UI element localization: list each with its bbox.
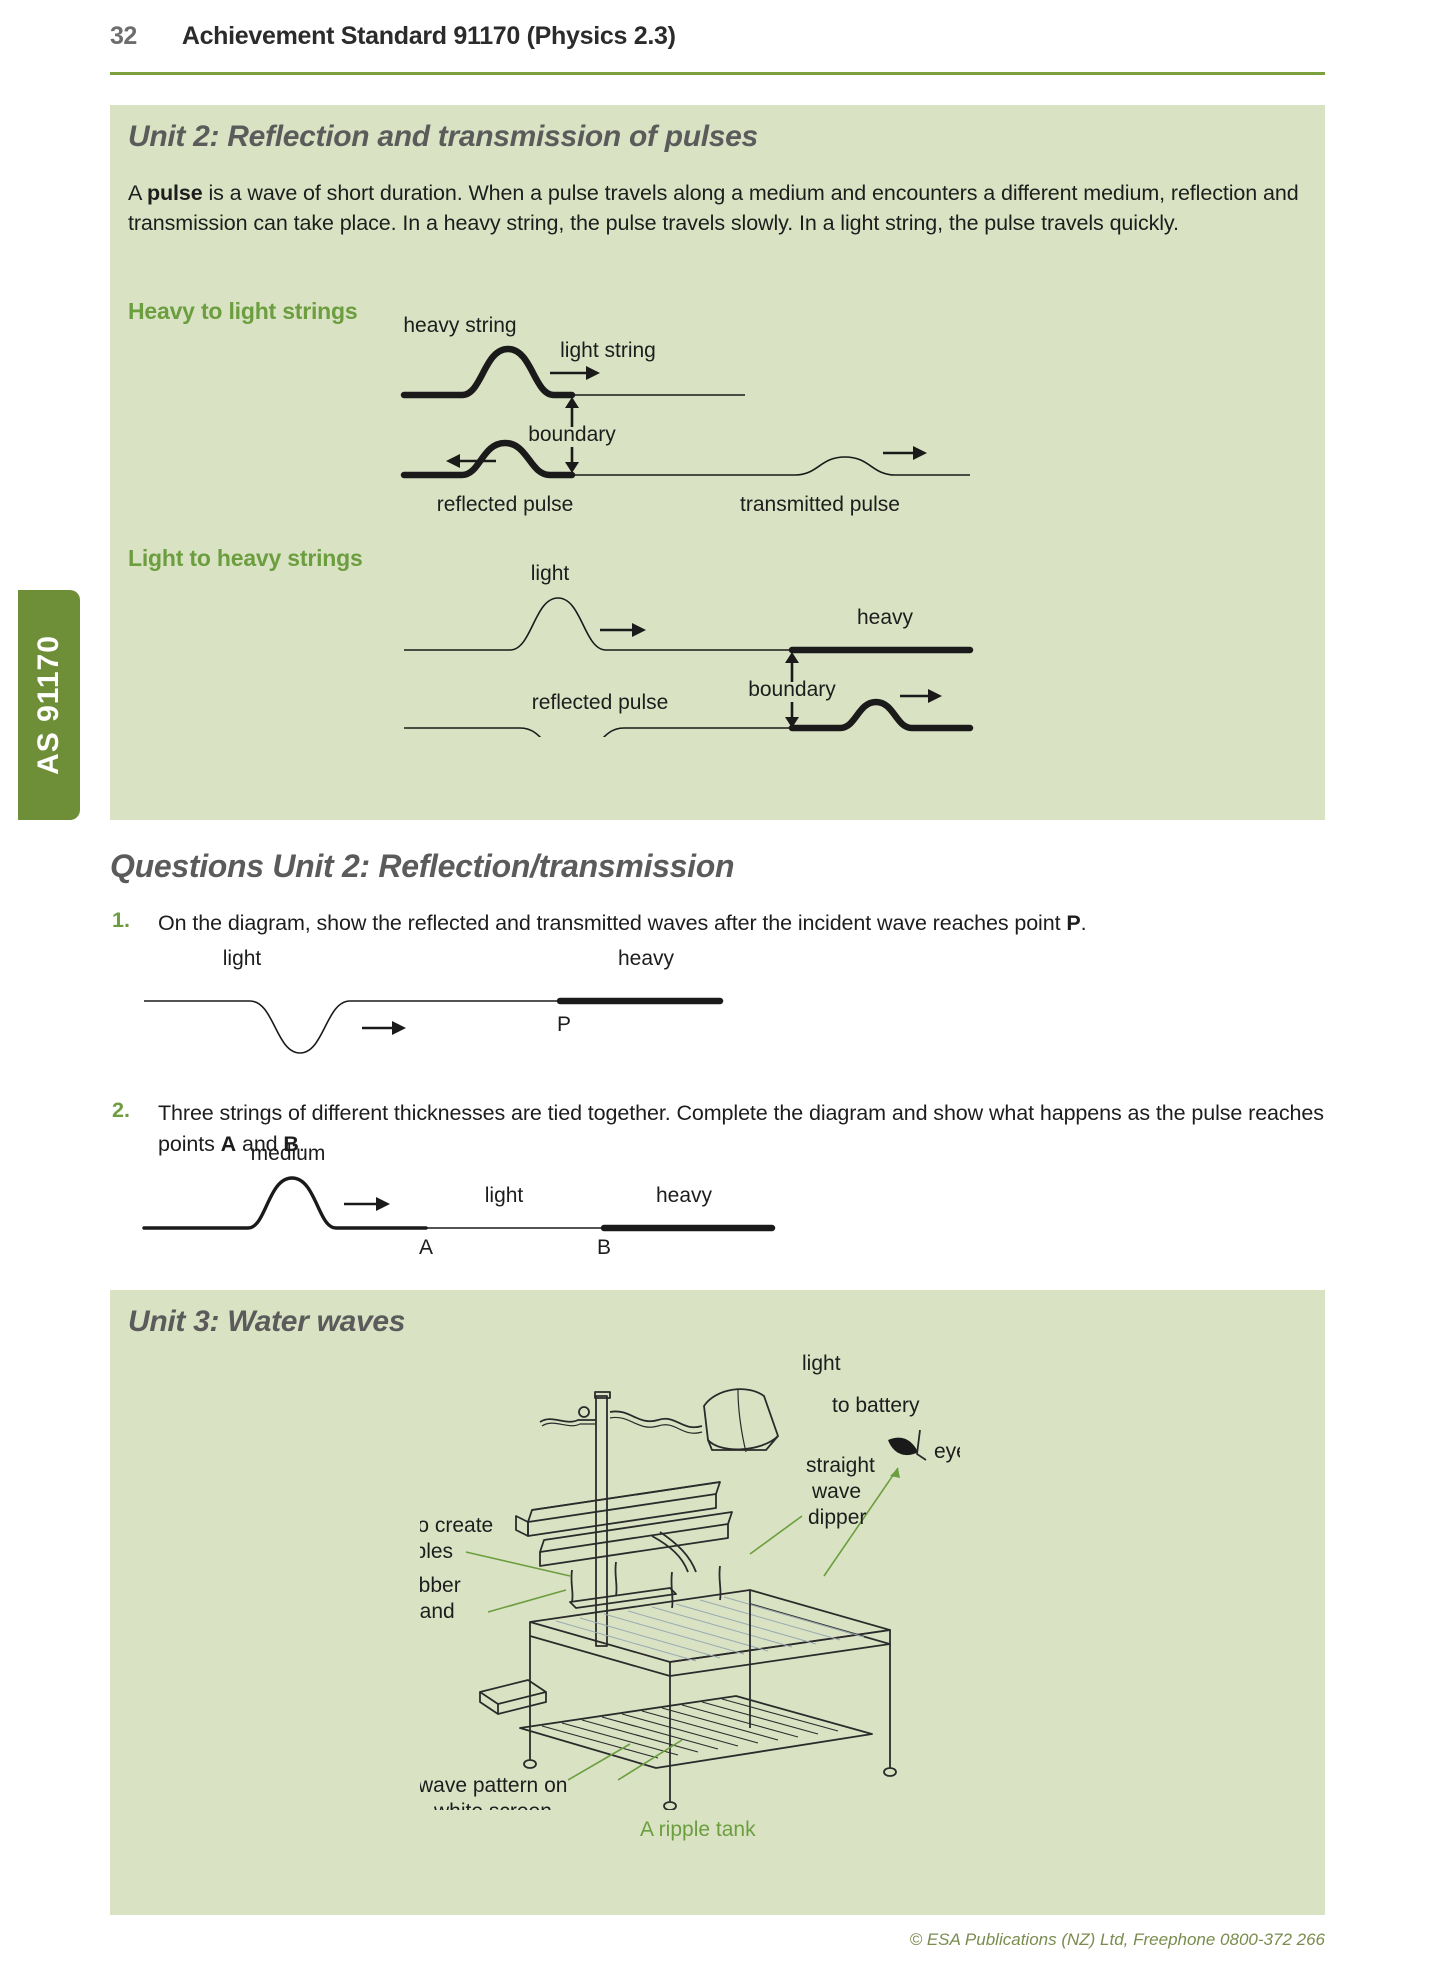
side-tab-label: AS 91170 <box>32 635 65 775</box>
label-point-b: B <box>597 1236 611 1259</box>
q2-text-a: Three strings of different thicknesses a… <box>158 1101 1324 1156</box>
label-eye: eye <box>934 1440 960 1463</box>
before-light-string-pulse <box>404 597 790 651</box>
header-rule <box>110 72 1325 75</box>
q1-text-b: . <box>1080 911 1087 935</box>
after-transmitted-arrow-icon <box>900 689 942 703</box>
label-reflected-pulse: reflected pulse <box>437 493 574 516</box>
question-1-text: On the diagram, show the reflected and t… <box>158 908 1328 939</box>
unit2-panel <box>110 105 1325 820</box>
after-reflected-arrow-icon <box>446 454 496 468</box>
question-1-number: 1. <box>112 908 130 932</box>
q1-direction-arrow-icon <box>362 1021 406 1035</box>
after-transmitted-pulse-path <box>572 456 970 476</box>
label-motor-l1: motor to create <box>420 1514 493 1537</box>
label-heavy: heavy <box>656 1184 713 1207</box>
page-number: 32 <box>110 22 137 50</box>
q1-light-string-pulse <box>144 1000 558 1054</box>
q1-text-a: On the diagram, show the reflected and t… <box>158 911 1067 935</box>
before-direction-arrow-icon <box>600 623 646 637</box>
label-light: light <box>531 562 570 585</box>
label-point-p: P <box>557 1013 571 1036</box>
label-to-battery: to battery <box>832 1394 920 1417</box>
q2-medium-string-pulse <box>142 1176 428 1230</box>
ripple-tank-tray <box>529 1587 891 1677</box>
leader-wave-pattern <box>567 1743 631 1781</box>
leader-eye-arrow-icon <box>890 1468 900 1478</box>
label-light-string: light string <box>560 339 656 362</box>
question-2-text: Three strings of different thicknesses a… <box>158 1098 1333 1160</box>
label-light: light <box>485 1184 524 1207</box>
leader-dipper <box>749 1515 803 1555</box>
before-heavy-string-pulse <box>400 345 576 399</box>
label-light: light <box>802 1352 841 1375</box>
label-motor-l2: wobbles <box>420 1540 453 1563</box>
label-boundary: boundary <box>748 678 836 701</box>
before-direction-arrow-icon <box>550 366 600 380</box>
leader-wave-pattern-2 <box>617 1739 683 1781</box>
label-heavy-string: heavy string <box>403 314 516 337</box>
label-wave-pattern-l1: wave pattern on <box>420 1774 567 1797</box>
q2-text-b: . <box>298 1132 305 1156</box>
side-tab-as91170: AS 91170 <box>18 590 80 820</box>
figure-question-1: light heavy P <box>140 945 940 1080</box>
q2-point-a: A <box>220 1132 237 1156</box>
intro-rest: is a wave of short duration. When a puls… <box>128 181 1299 235</box>
figure-heavy-to-light: heavy string light string before boundar… <box>335 305 1220 529</box>
after-transmitted-arrow-icon <box>883 446 927 460</box>
questions-heading: Questions Unit 2: Reflection/transmissio… <box>110 848 735 884</box>
label-dipper-l1: straight <box>806 1454 875 1477</box>
subhead-light-to-heavy: Light to heavy strings <box>128 545 363 571</box>
intro-keyword: pulse <box>146 181 203 205</box>
subhead-heavy-to-light: Heavy to light strings <box>128 298 358 324</box>
label-wave-pattern-l2: white screen <box>433 1800 552 1810</box>
label-medium: medium <box>251 1142 326 1165</box>
white-screen <box>519 1695 873 1769</box>
q2-point-b: B <box>283 1132 299 1156</box>
q2-text-mid: and <box>236 1132 284 1156</box>
eye-icon <box>888 1429 927 1461</box>
label-transmitted-pulse: transmitted pulse <box>740 493 900 516</box>
ripple-tank-caption: A ripple tank <box>640 1818 756 1841</box>
figure-ripple-tank: light to battery eye straight wave dippe… <box>352 1340 968 1823</box>
boundary-marker <box>565 397 579 473</box>
label-rubber-l2: band <box>420 1600 455 1623</box>
label-boundary: boundary <box>528 423 616 446</box>
page-title: Achievement Standard 91170 (Physics 2.3) <box>181 22 676 50</box>
intro-prefix: A <box>128 181 147 205</box>
leader-eye <box>823 1467 899 1577</box>
page-footer: © ESA Publications (NZ) Ltd, Freephone 0… <box>909 1930 1325 1949</box>
lamp-icon <box>539 1388 779 1647</box>
label-reflected-pulse: reflected pulse <box>532 691 669 714</box>
label-rubber-l1: rubber <box>420 1574 461 1597</box>
leader-motor <box>465 1551 571 1577</box>
figure-light-to-heavy: light heavy before boundary after re <box>335 552 1220 785</box>
unit2-intro-text: A pulse is a wave of short duration. Whe… <box>128 178 1308 238</box>
q2-direction-arrow-icon <box>344 1197 390 1211</box>
retort-stand-base <box>479 1679 547 1715</box>
label-dipper-l2: wave <box>811 1480 861 1503</box>
after-transmitted-pulse-path <box>788 698 974 732</box>
boundary-marker <box>785 652 799 728</box>
water-surface-hatch <box>555 1596 865 1662</box>
label-heavy: heavy <box>618 947 675 970</box>
q1-point-label: P <box>1066 911 1081 935</box>
motor-beam <box>515 1481 733 1567</box>
label-point-a: A <box>419 1236 433 1259</box>
label-heavy: heavy <box>857 606 914 629</box>
wave-pattern-lines <box>541 1698 839 1759</box>
label-dipper-l3: dipper <box>808 1506 866 1529</box>
after-reflected-pulse-path <box>400 439 576 479</box>
dipper-assembly <box>570 1531 722 1609</box>
question-2-number: 2. <box>112 1098 130 1122</box>
unit3-title: Unit 3: Water waves <box>128 1305 406 1338</box>
figure-question-2: medium light heavy A B <box>140 1140 940 1275</box>
unit2-title: Unit 2: Reflection and transmission of p… <box>128 120 758 153</box>
page-header: 32 Achievement Standard 91170 (Physics 2… <box>110 22 1325 51</box>
tank-stand <box>523 1604 897 1811</box>
label-light: light <box>223 947 262 970</box>
after-reflected-inverted-path <box>404 727 790 759</box>
leader-rubber <box>487 1589 567 1613</box>
